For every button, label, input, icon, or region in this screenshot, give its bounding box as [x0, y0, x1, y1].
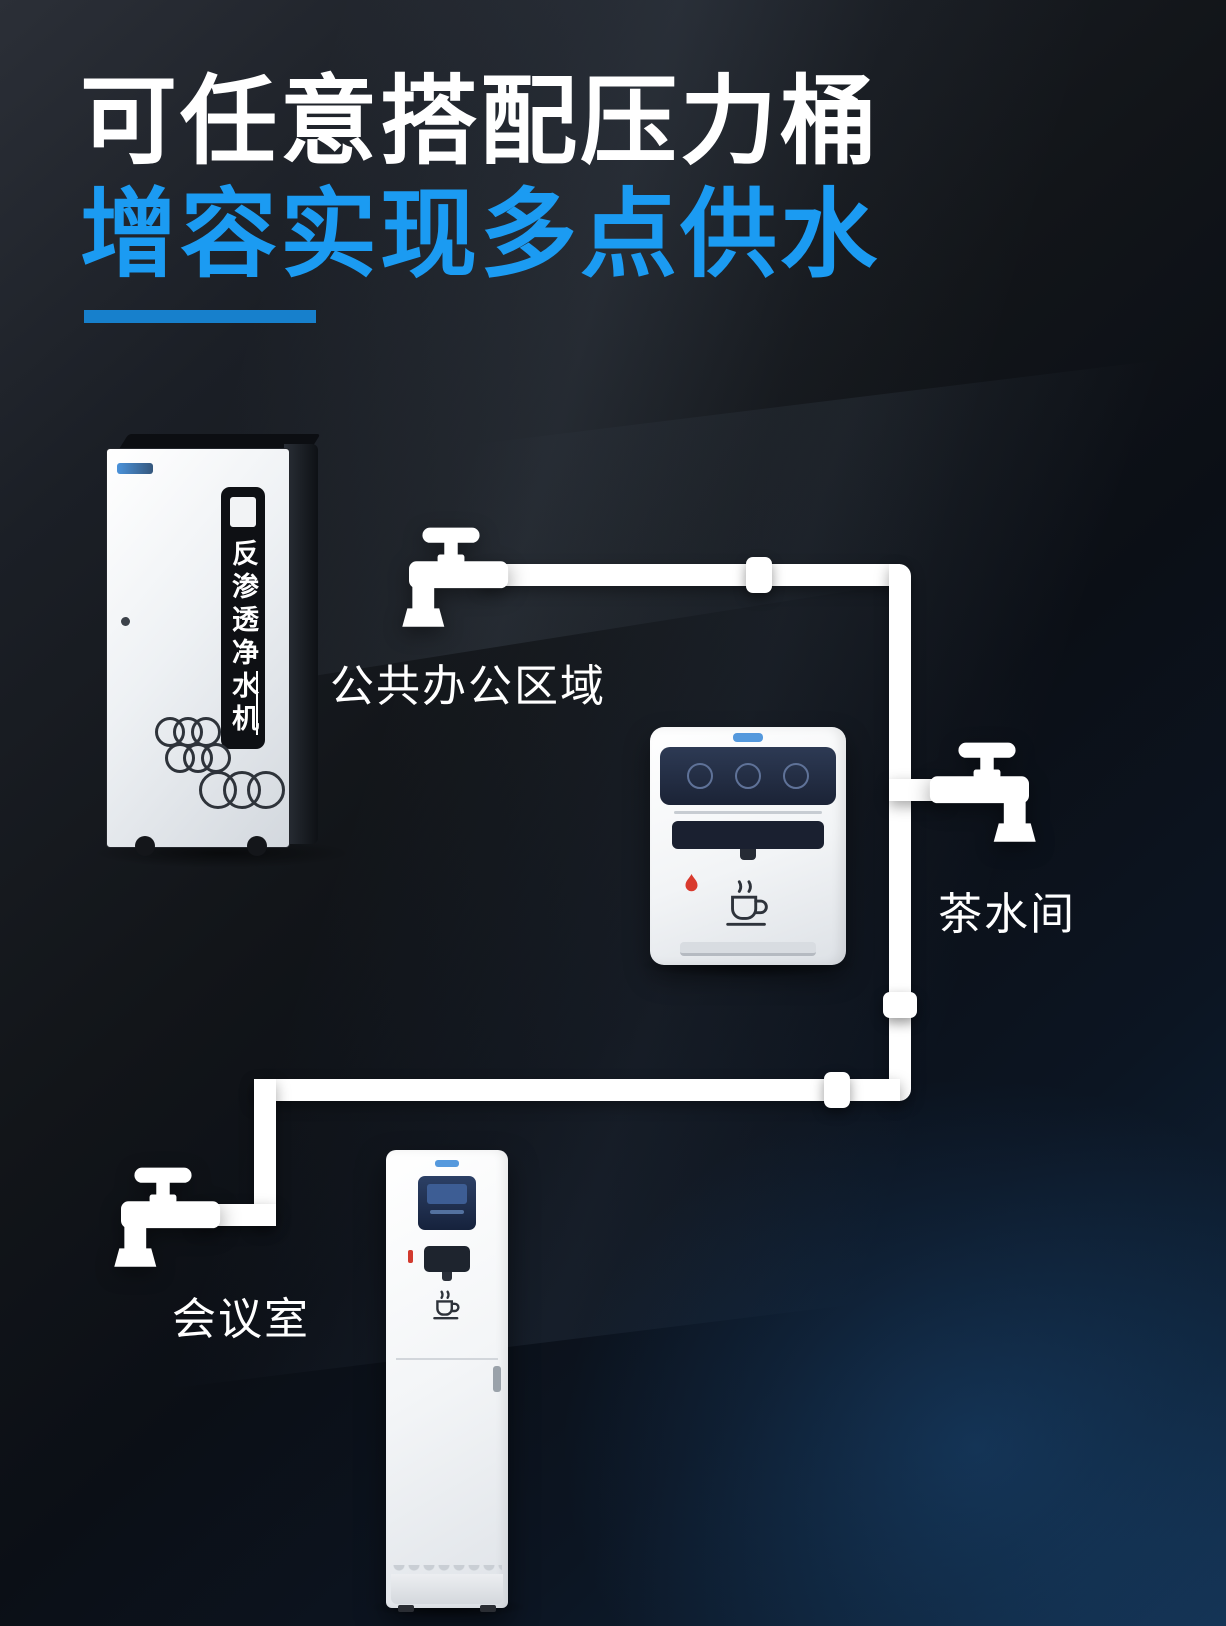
pipe-bottom-horizontal [254, 1079, 900, 1101]
floor-dispenser-machine [386, 1150, 508, 1612]
fd-spout [442, 1272, 452, 1281]
pipe-top-horizontal [480, 564, 900, 586]
wall-dispenser-body [650, 727, 846, 965]
fd-foot [480, 1605, 496, 1612]
wd-spec-line [674, 811, 822, 814]
ro-wheel [247, 836, 267, 856]
fd-display-screen [418, 1176, 476, 1230]
title-underline-bar [84, 310, 316, 323]
ro-keyhole [121, 617, 130, 626]
wd-dispense-slot [672, 821, 824, 849]
fd-base [391, 1574, 503, 1604]
cup-icon [429, 1288, 465, 1322]
fd-foot [398, 1605, 414, 1612]
fd-display-content [427, 1184, 467, 1204]
pipe-right-vertical [889, 564, 911, 1101]
ro-vertical-strip: 反渗透净水机 [221, 487, 265, 749]
ro-rings-icon [247, 771, 285, 809]
poster-title: 可任意搭配压力桶 增容实现多点供水 [80, 66, 880, 291]
ro-strip-accent-line [256, 671, 258, 735]
faucet-office-icon [392, 526, 510, 652]
ro-front-panel: 反渗透净水机 [106, 448, 290, 856]
fd-display-bar [430, 1210, 464, 1214]
wd-touch-button [735, 763, 761, 789]
tea-room-label: 茶水间 [938, 890, 1076, 939]
ro-purifier-machine: 反渗透净水机 [106, 434, 321, 856]
poster-title-line2: 增容实现多点供水 [80, 179, 880, 289]
ro-wheel [135, 836, 155, 856]
fd-door-seam [396, 1358, 498, 1360]
pipe-connector [883, 992, 917, 1018]
office-area-label: 公共办公区域 [330, 662, 606, 711]
pipe-connector [746, 557, 772, 593]
pipe-left-vertical [254, 1079, 276, 1226]
fd-warning-mark [408, 1250, 413, 1263]
background-glow [526, 1046, 1226, 1626]
flame-icon [684, 873, 699, 893]
poster-title-line1: 可任意搭配压力桶 [80, 67, 880, 176]
fd-door-handle [493, 1366, 501, 1392]
wd-spout [740, 849, 756, 860]
cup-icon [719, 875, 777, 931]
ro-vertical-label: 反渗透净水机 [228, 539, 258, 737]
wd-control-panel [660, 747, 836, 805]
wd-touch-button [687, 763, 713, 789]
brand-logo [733, 733, 763, 742]
ro-strip-logo [230, 497, 256, 527]
fd-dispense-recess [424, 1246, 470, 1272]
pipe-connector [824, 1072, 850, 1108]
wall-dispenser-machine [650, 727, 846, 965]
wd-touch-button [783, 763, 809, 789]
ro-rings-icon [201, 743, 231, 773]
brand-logo [117, 463, 153, 474]
wd-drip-tray [680, 942, 816, 956]
faucet-tearoom-icon [928, 741, 1046, 867]
brand-logo [435, 1160, 459, 1167]
faucet-meeting-icon [104, 1166, 222, 1292]
floor-dispenser-body [386, 1150, 508, 1612]
fd-base-scallop [392, 1565, 502, 1574]
meeting-room-label: 会议室 [172, 1295, 310, 1344]
